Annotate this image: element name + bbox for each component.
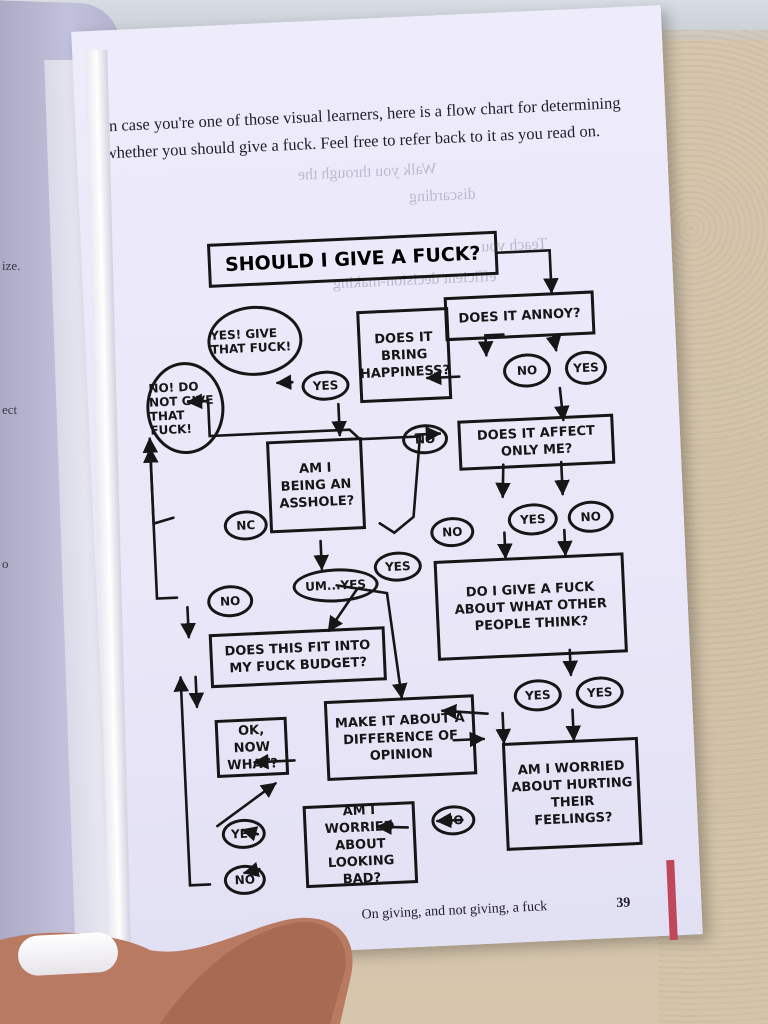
fingernail — [17, 931, 119, 977]
node-what-other-people-think: Do I give a fuck about what other people… — [433, 552, 628, 661]
left-page-fragment: ize. — [2, 258, 21, 273]
book-page: In case you're one of those visual learn… — [71, 5, 703, 961]
node-worried-looking-bad: Am I worried about looking bad? — [302, 801, 419, 889]
page-number: 39 — [615, 895, 631, 912]
left-page-fragment: ect — [2, 402, 18, 417]
node-does-it-bring-happiness: Does it bring happiness? — [356, 307, 453, 404]
node-ok-now-what: OK, now what? — [214, 716, 290, 779]
flowchart-arrows — [142, 249, 581, 887]
node-does-it-affect-only-me: Does it affect only me? — [457, 413, 616, 471]
node-am-i-being-an-asshole: Am I being an asshole? — [265, 437, 367, 534]
left-page-fragment: o — [2, 556, 9, 571]
node-worried-hurting-feelings: Am I worried about hurting their feeling… — [501, 736, 643, 851]
node-fuck-budget: Does this fit into my fuck budget? — [208, 626, 387, 689]
node-does-it-annoy: Does it annoy? — [443, 290, 596, 342]
node-difference-of-opinion: Make it about a difference of opinion — [323, 694, 478, 782]
